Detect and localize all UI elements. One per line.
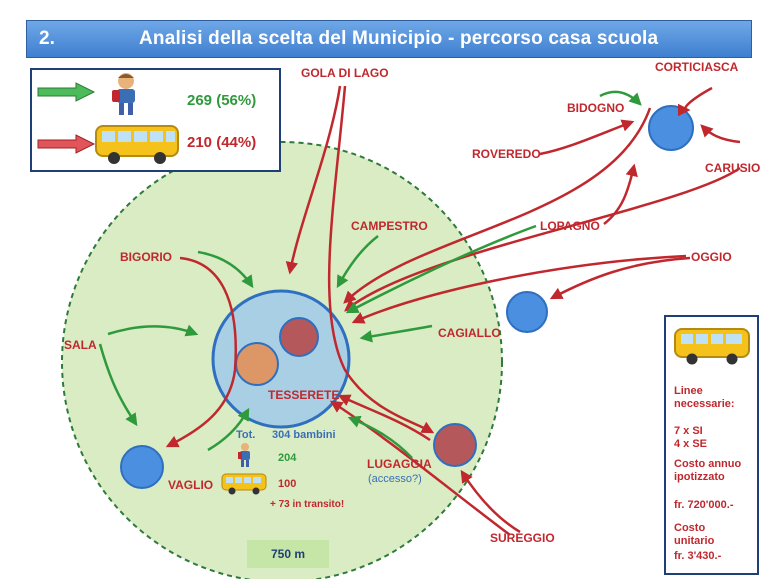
walk-campestro xyxy=(336,235,379,289)
route-bigorio xyxy=(165,256,237,448)
place-carusio: CARUSIO xyxy=(705,161,761,175)
place-tesserete: TESSERETE xyxy=(268,388,340,402)
corticiasca-node xyxy=(648,105,694,151)
vaglio-node xyxy=(120,445,164,489)
route-roveredo xyxy=(539,119,635,156)
route-sureggio xyxy=(460,469,521,534)
tesserete-school-2 xyxy=(235,342,279,386)
side-unit-label: Costo unitario xyxy=(674,522,715,547)
oggio-node xyxy=(506,291,548,333)
legend-box: 269 (56%) 210 (44%) xyxy=(30,68,281,172)
place-corticiasca: CORTICIASCA xyxy=(655,60,739,74)
walk-bigorio xyxy=(197,250,254,289)
place-bigorio: BIGORIO xyxy=(120,250,173,264)
scale-badge: 750 m xyxy=(247,540,329,568)
place-oggio: OGGIO xyxy=(691,250,732,264)
route-bidogno-corticiasca xyxy=(343,107,652,304)
lugaggia-node xyxy=(433,423,477,467)
route-lugaggia-tesserete xyxy=(337,394,431,442)
place-lugaggia-note: (accesso?) xyxy=(368,473,422,485)
stat-transit: + 73 in transito! xyxy=(270,499,345,510)
place-sala: SALA xyxy=(64,338,97,352)
side-lines-label: Linee necessarie: xyxy=(674,385,735,410)
page-title: Analisi della scelta del Municipio - per… xyxy=(139,28,659,49)
scale-label: 750 m xyxy=(270,547,306,561)
place-gola-di-lago: GOLA DI LAGO xyxy=(301,66,389,80)
title-bar: 2. Analisi della scelta del Municipio - … xyxy=(26,20,752,58)
place-cagiallo: CAGIALLO xyxy=(438,326,501,340)
legend-bus-value: 210 (44%) xyxy=(187,134,257,151)
route-carusio xyxy=(344,166,741,312)
place-roveredo: ROVEREDO xyxy=(472,147,541,161)
title-number: 2. xyxy=(39,28,55,49)
walking-child-icon xyxy=(238,443,250,467)
route-gola-di-lago xyxy=(285,85,342,275)
stat-total-label: Tot. xyxy=(236,429,256,441)
route-carusio-node xyxy=(700,124,741,144)
school-bus-icon xyxy=(674,328,750,365)
tesserete-school-1 xyxy=(279,317,319,357)
stat-walk-value: 204 xyxy=(278,452,297,464)
side-cost-value: fr. 720'000.- xyxy=(674,499,734,511)
walk-bidogno xyxy=(599,90,642,106)
walk-lugaggia xyxy=(347,415,413,459)
place-bidogno: BIDOGNO xyxy=(567,101,625,115)
side-panel: Linee necessarie: 7 x SI 4 x SE Costo an… xyxy=(664,315,759,575)
place-sureggio: SUREGGIO xyxy=(490,531,555,545)
walk-lopagno xyxy=(345,224,537,314)
route-corticiasca xyxy=(677,86,713,117)
stat-bus-value: 100 xyxy=(278,478,297,490)
route-gola-di-lago-lugaggia xyxy=(327,85,435,434)
legend-walk-value: 269 (56%) xyxy=(187,92,257,109)
walk-sala xyxy=(107,324,199,337)
walk-vaglio xyxy=(207,407,250,452)
school-bus-icon xyxy=(221,473,267,495)
red-arrow-icon xyxy=(37,134,96,154)
walking-child-icon xyxy=(112,73,135,115)
route-oggio-node xyxy=(549,256,691,300)
place-lugaggia: LUGAGGIA xyxy=(367,457,432,471)
walk-sala-vaglio xyxy=(98,343,138,427)
green-arrow-icon xyxy=(37,82,96,102)
school-bus-icon xyxy=(95,125,179,164)
side-unit-value: fr. 3'430.- xyxy=(674,550,722,562)
route-oggio xyxy=(351,254,687,324)
place-lopagno: LOPAGNO xyxy=(540,219,600,233)
place-vaglio: VAGLIO xyxy=(168,478,214,492)
tesserete-zone xyxy=(211,289,351,429)
walk-cagiallo xyxy=(359,324,433,343)
place-campestro: CAMPESTRO xyxy=(351,219,428,233)
side-lines-si: 7 x SI xyxy=(674,425,703,437)
stat-total-value: 304 bambini xyxy=(272,429,336,441)
route-lopagno xyxy=(603,163,638,225)
side-cost-label: Costo annuo ipotizzato xyxy=(674,458,742,483)
side-lines-se: 4 x SE xyxy=(674,438,708,450)
